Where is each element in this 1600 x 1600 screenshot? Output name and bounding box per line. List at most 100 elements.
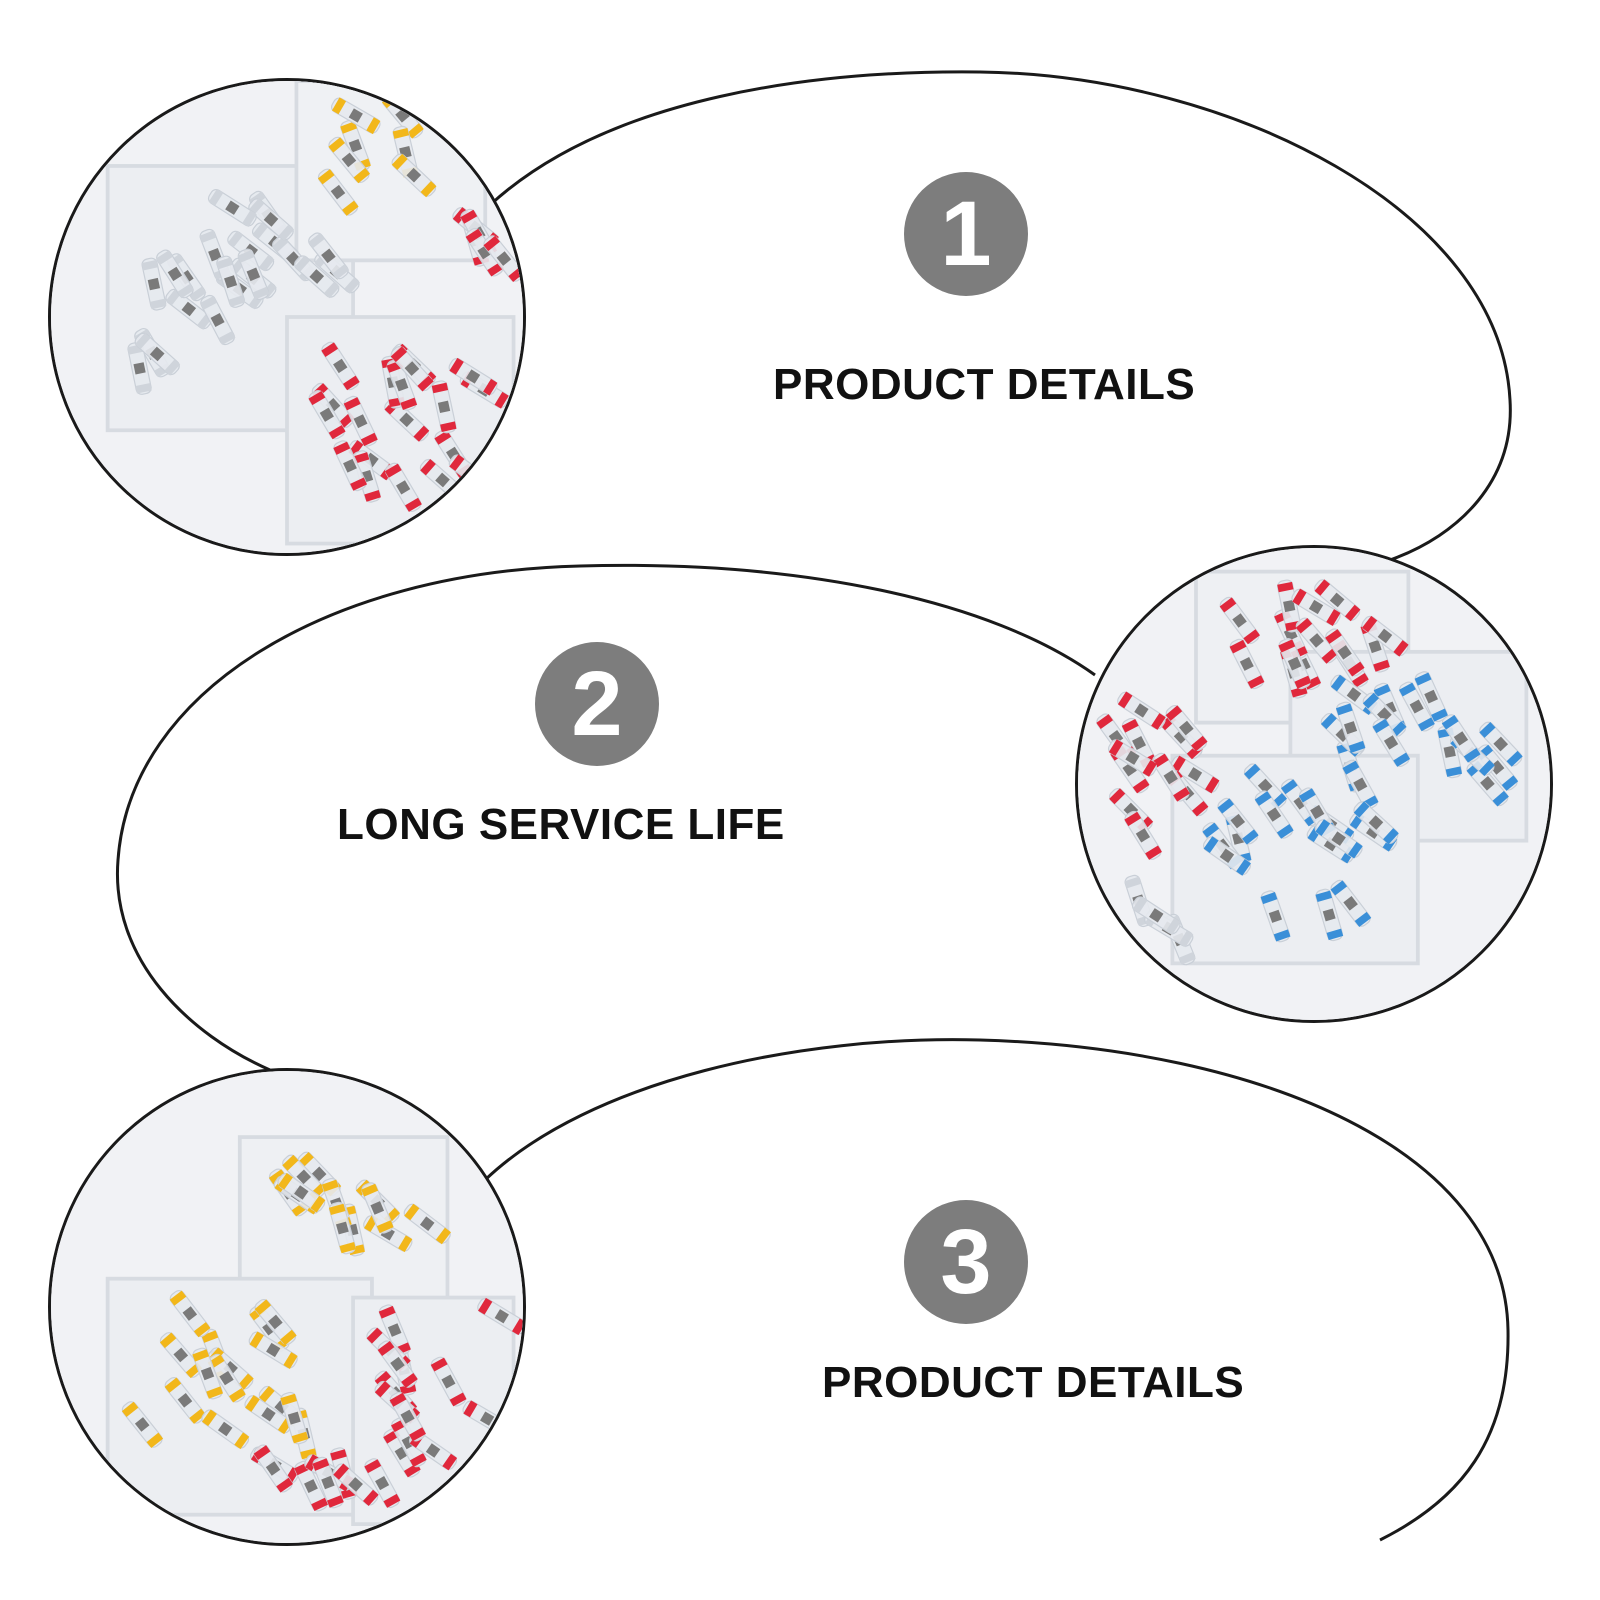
- connector-tube: [340, 119, 371, 172]
- curve-3: [483, 1038, 1510, 1542]
- connector-tubes: [317, 92, 437, 216]
- connector-box-image-1: [51, 81, 523, 553]
- connector-tube: [477, 1297, 523, 1336]
- connector-tube: [244, 1395, 293, 1435]
- connector-tube: [328, 1201, 357, 1255]
- connector-tube: [430, 1356, 467, 1407]
- connector-tube: [253, 1444, 293, 1493]
- connector-tube: [192, 1347, 224, 1400]
- connector-tube: [1254, 790, 1294, 839]
- connector-tube: [1353, 801, 1399, 845]
- connector-tube: [277, 1172, 326, 1213]
- connector-tube: [1219, 596, 1261, 645]
- connector-tube: [237, 248, 270, 301]
- connector-tube: [308, 232, 350, 280]
- step-number-1: 1: [940, 183, 992, 285]
- connector-tube: [409, 1431, 458, 1471]
- connector-tube: [1291, 588, 1341, 626]
- connector-tube: [1398, 681, 1435, 732]
- section-label-3: PRODUCT DETAILS: [822, 1358, 1245, 1407]
- connector-tube: [317, 168, 359, 216]
- connector-tube: [1315, 888, 1344, 942]
- connector-tubes: [364, 1297, 523, 1509]
- step-badge-2: 2: [535, 642, 659, 766]
- connector-tube: [1260, 890, 1291, 943]
- connector-tube: [364, 1458, 401, 1509]
- product-photo-2: [1075, 545, 1553, 1023]
- curve-2: [115, 563, 1096, 1072]
- connector-tube: [207, 1353, 246, 1403]
- step-badge-1: 1: [904, 172, 1028, 296]
- connector-tube: [483, 235, 523, 283]
- connector-tube: [201, 1409, 250, 1450]
- connector-tube: [390, 345, 434, 392]
- connector-tube: [377, 1340, 418, 1389]
- connector-tube: [332, 1463, 379, 1507]
- connector-tube: [343, 395, 378, 447]
- connector-tube: [312, 1456, 344, 1509]
- connector-tube: [1360, 620, 1390, 673]
- connector-tube: [1325, 628, 1365, 677]
- connector-tube: [1414, 671, 1449, 723]
- connector-tube: [1314, 819, 1363, 859]
- connector-tube: [386, 358, 418, 411]
- connector-tubes: [1320, 671, 1523, 810]
- connector-tube: [378, 1304, 411, 1356]
- product-photo-1: [48, 78, 526, 556]
- connector-tube: [1217, 797, 1259, 845]
- connector-tube: [248, 1331, 298, 1369]
- connector-box-image-2: [1078, 548, 1550, 1020]
- connector-tube: [448, 357, 498, 396]
- step-number-2: 2: [571, 653, 623, 755]
- connector-tube: [248, 198, 295, 241]
- connector-tubes: [121, 1290, 317, 1461]
- connector-tubes: [127, 188, 360, 395]
- connector-tube: [1117, 691, 1166, 730]
- connector-tubes: [268, 1151, 451, 1257]
- connector-tube: [389, 1391, 426, 1442]
- connector-tube: [1372, 717, 1411, 767]
- connector-tube: [1131, 896, 1181, 935]
- connector-tubes: [1202, 763, 1399, 943]
- connector-tube: [121, 1401, 164, 1449]
- connector-tube: [294, 1460, 329, 1512]
- connector-tube: [134, 332, 181, 376]
- connector-tube: [308, 390, 346, 440]
- section-label-2: LONG SERVICE LIFE: [337, 800, 785, 849]
- connector-tube: [1170, 755, 1220, 794]
- connector-tube: [1202, 836, 1251, 876]
- connector-tube: [1107, 739, 1158, 777]
- connector-tube: [361, 1182, 394, 1234]
- connector-tube: [165, 288, 213, 330]
- connector-tubes: [1219, 579, 1409, 699]
- connector-tube: [156, 249, 195, 299]
- connector-tubes: [452, 207, 523, 283]
- connector-tube: [200, 294, 236, 346]
- connector-tubes: [1124, 874, 1196, 966]
- connector-tube: [1361, 615, 1409, 657]
- step-badge-3: 3: [904, 1200, 1028, 1324]
- connector-tube: [328, 136, 371, 184]
- connector-tube: [391, 153, 437, 198]
- connector-box-image-3: [51, 1071, 523, 1543]
- connector-tube: [384, 462, 422, 513]
- connector-tube: [1243, 763, 1288, 809]
- connector-tube: [1229, 638, 1265, 690]
- connector-tube: [254, 1298, 297, 1346]
- connector-tube: [1314, 579, 1361, 622]
- connector-tube: [1295, 617, 1338, 664]
- step-number-3: 3: [940, 1211, 992, 1313]
- section-label-1: PRODUCT DETAILS: [773, 360, 1196, 409]
- connector-tube: [1124, 810, 1162, 860]
- connector-tube: [1330, 879, 1372, 928]
- connector-tube: [207, 188, 257, 227]
- connector-tubes: [308, 341, 509, 526]
- connector-tube: [321, 341, 360, 391]
- connector-tube: [282, 1154, 326, 1200]
- connector-tube: [1278, 638, 1312, 690]
- connector-tube: [1441, 714, 1481, 763]
- connector-tube: [331, 97, 381, 135]
- connector-tube: [141, 257, 167, 311]
